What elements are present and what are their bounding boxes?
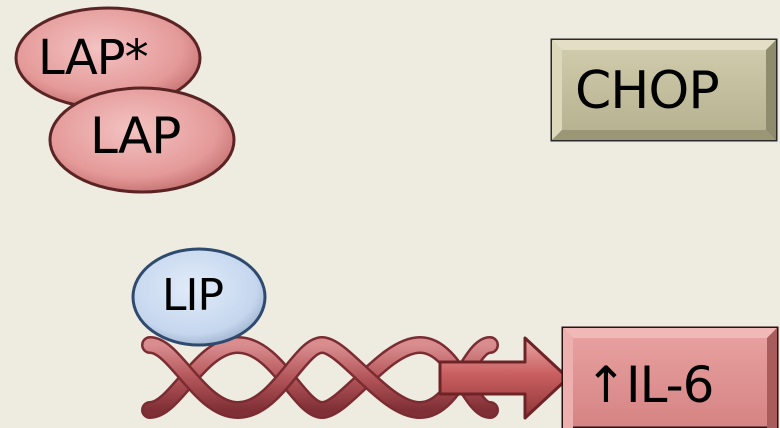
lap-label: LAP	[90, 107, 181, 165]
il6-label: ↑IL-6	[585, 356, 714, 414]
dna-helix	[141, 335, 499, 420]
il6-box	[561, 326, 779, 428]
lip-ellipse	[131, 247, 267, 347]
lap-star-label: LAP*	[38, 30, 149, 86]
lap-ellipse	[48, 86, 236, 194]
chop-box	[550, 38, 778, 142]
arrow-to-il6	[438, 336, 570, 420]
lip-label: LIP	[162, 270, 224, 321]
chop-label: CHOP	[575, 61, 720, 121]
